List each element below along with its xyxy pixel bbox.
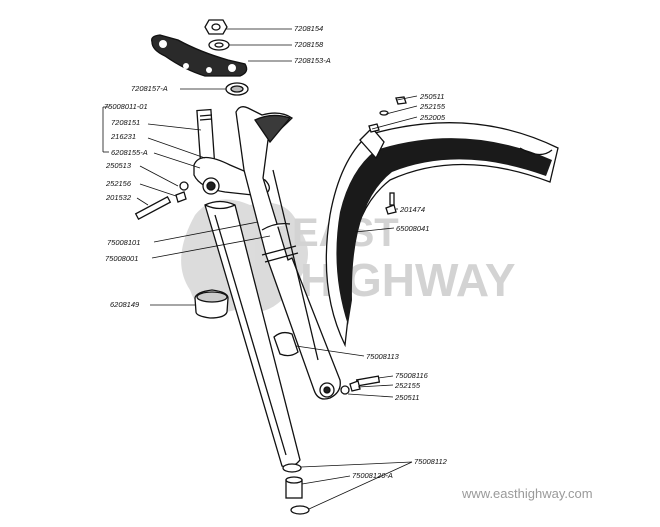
axle-bolt-75008116 <box>340 375 381 395</box>
part-labels: 7208154 7208158 7208153-A 7208157-A 7500… <box>104 24 448 480</box>
leader-lines <box>102 28 418 510</box>
bushing-6208149 <box>194 289 229 319</box>
label-7208157a: 7208157-A <box>131 84 168 93</box>
label-7208153a: 7208153-A <box>294 56 331 65</box>
bushing-75008113 <box>273 331 299 357</box>
label-6208149: 6208149 <box>110 300 140 309</box>
label-7208154: 7208154 <box>294 24 323 33</box>
label-252005: 252005 <box>419 113 446 122</box>
label-75008101: 75008101 <box>107 238 140 247</box>
bearing-cup-7208157a <box>225 82 249 96</box>
label-7208151: 7208151 <box>111 118 140 127</box>
label-252155-bottom: 252155 <box>394 381 421 390</box>
label-252155-top: 252155 <box>419 102 446 111</box>
ring-75008112-lower <box>290 505 310 515</box>
top-bridge-7208153a <box>151 34 248 77</box>
label-216231: 216231 <box>110 132 136 141</box>
bushing-75008120a <box>285 476 303 499</box>
label-65008041: 65008041 <box>396 224 429 233</box>
nut-7208154 <box>204 19 228 35</box>
watermark-url: www.easthighway.com <box>461 486 593 501</box>
right-fork-leg <box>235 106 341 400</box>
front-fender-65008041 <box>325 122 559 348</box>
label-75008112: 75008112 <box>414 457 448 466</box>
washer-7208158 <box>208 39 230 51</box>
label-7208158: 7208158 <box>294 40 324 49</box>
label-75008113: 75008113 <box>366 352 400 361</box>
label-250511-top: 250511 <box>419 92 444 101</box>
label-75008116: 75008116 <box>395 371 429 380</box>
label-6208155a: 6208155-A <box>111 148 148 157</box>
label-201474: 201474 <box>399 205 425 214</box>
label-250513: 250513 <box>105 161 132 170</box>
ring-75008112-upper <box>282 463 302 473</box>
fender-bolt-201474 <box>385 192 397 215</box>
label-75008120a: 75008120-A <box>352 471 393 480</box>
label-75008011-01: 75008011-01 <box>104 102 148 111</box>
label-201532: 201532 <box>105 193 132 202</box>
label-75008001: 75008001 <box>105 254 138 263</box>
label-252156: 252156 <box>105 179 132 188</box>
pinch-bolt-201532 <box>134 181 189 220</box>
label-250511-bottom: 250511 <box>394 393 419 402</box>
